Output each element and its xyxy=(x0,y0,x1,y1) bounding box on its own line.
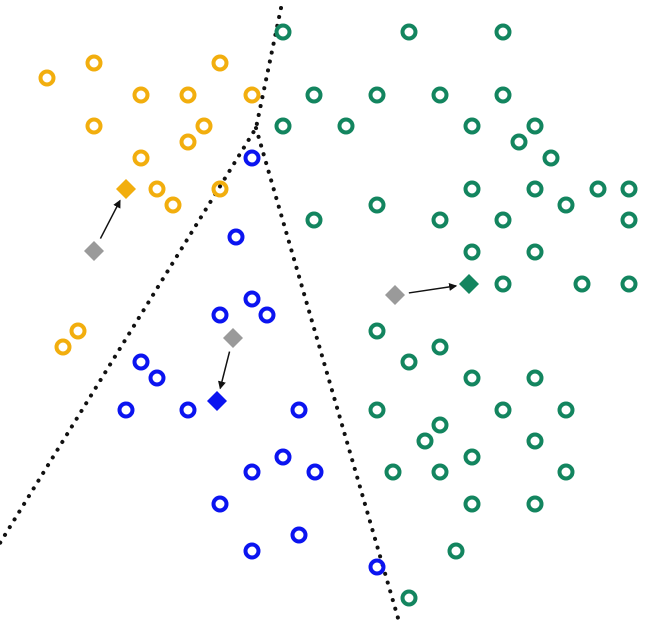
green-point xyxy=(526,432,544,450)
green-point xyxy=(526,243,544,261)
green-point xyxy=(526,369,544,387)
green-point xyxy=(526,117,544,135)
green-point xyxy=(620,211,638,229)
orange-point xyxy=(38,69,56,87)
green-point xyxy=(463,180,481,198)
green-point xyxy=(400,23,418,41)
green-point xyxy=(542,149,560,167)
green-point xyxy=(400,353,418,371)
orange-point xyxy=(211,54,229,72)
green-point xyxy=(463,448,481,466)
blue-point xyxy=(211,495,229,513)
blue-centroid-arrow xyxy=(218,351,231,390)
green-point xyxy=(463,495,481,513)
green-point xyxy=(431,338,449,356)
green-point xyxy=(384,463,402,481)
green-point xyxy=(463,117,481,135)
blue-point xyxy=(368,558,386,576)
green-point xyxy=(463,243,481,261)
green-point xyxy=(447,542,465,560)
green-point xyxy=(305,211,323,229)
green-point xyxy=(368,401,386,419)
green-point xyxy=(526,495,544,513)
blue-point xyxy=(211,306,229,324)
gray-initial-centroid xyxy=(84,241,104,261)
orange-point xyxy=(211,180,229,198)
green-point xyxy=(494,401,512,419)
orange-centroid-arrow xyxy=(99,199,121,239)
green-point xyxy=(416,432,434,450)
green-point xyxy=(463,369,481,387)
orange-point xyxy=(164,196,182,214)
boundary-line-2 xyxy=(254,126,402,627)
blue-point xyxy=(243,463,261,481)
orange-point xyxy=(54,338,72,356)
orange-point xyxy=(179,86,197,104)
green-point xyxy=(431,416,449,434)
orange-point xyxy=(132,149,150,167)
green-point xyxy=(368,196,386,214)
green-point xyxy=(589,180,607,198)
blue-point xyxy=(148,369,166,387)
blue-point xyxy=(290,401,308,419)
green-point xyxy=(620,275,638,293)
green-point xyxy=(557,401,575,419)
green-centroid xyxy=(459,274,479,294)
green-point xyxy=(431,463,449,481)
green-point xyxy=(337,117,355,135)
green-point xyxy=(368,322,386,340)
orange-point xyxy=(85,54,103,72)
orange-point xyxy=(69,322,87,340)
boundary-line-1 xyxy=(0,6,283,545)
green-point xyxy=(274,23,292,41)
blue-point xyxy=(243,149,261,167)
blue-point xyxy=(179,401,197,419)
data-points xyxy=(38,23,638,607)
orange-point xyxy=(195,117,213,135)
orange-point xyxy=(179,133,197,151)
green-point xyxy=(557,463,575,481)
orange-point xyxy=(243,86,261,104)
green-point xyxy=(494,275,512,293)
gray-initial-centroid xyxy=(223,328,243,348)
green-point xyxy=(431,211,449,229)
orange-centroid xyxy=(116,179,136,199)
blue-point xyxy=(306,463,324,481)
blue-point xyxy=(243,290,261,308)
green-point xyxy=(494,86,512,104)
green-point xyxy=(526,180,544,198)
green-point xyxy=(573,275,591,293)
orange-point xyxy=(85,117,103,135)
blue-centroid xyxy=(207,391,227,411)
green-point xyxy=(557,196,575,214)
green-point xyxy=(400,589,418,607)
green-point xyxy=(620,180,638,198)
blue-point xyxy=(227,228,245,246)
orange-point xyxy=(132,86,150,104)
blue-point xyxy=(290,526,308,544)
green-point xyxy=(274,117,292,135)
green-point xyxy=(431,86,449,104)
blue-point xyxy=(274,448,292,466)
centroids xyxy=(84,179,479,411)
gray-initial-centroid xyxy=(385,285,405,305)
blue-point xyxy=(243,542,261,560)
green-point xyxy=(494,23,512,41)
blue-point xyxy=(132,353,150,371)
blue-point xyxy=(117,401,135,419)
orange-point xyxy=(148,180,166,198)
decision-boundaries xyxy=(0,6,402,627)
green-point xyxy=(510,133,528,151)
green-point xyxy=(368,86,386,104)
green-centroid-arrow xyxy=(408,282,458,294)
green-point xyxy=(305,86,323,104)
green-point xyxy=(494,211,512,229)
blue-point xyxy=(258,306,276,324)
